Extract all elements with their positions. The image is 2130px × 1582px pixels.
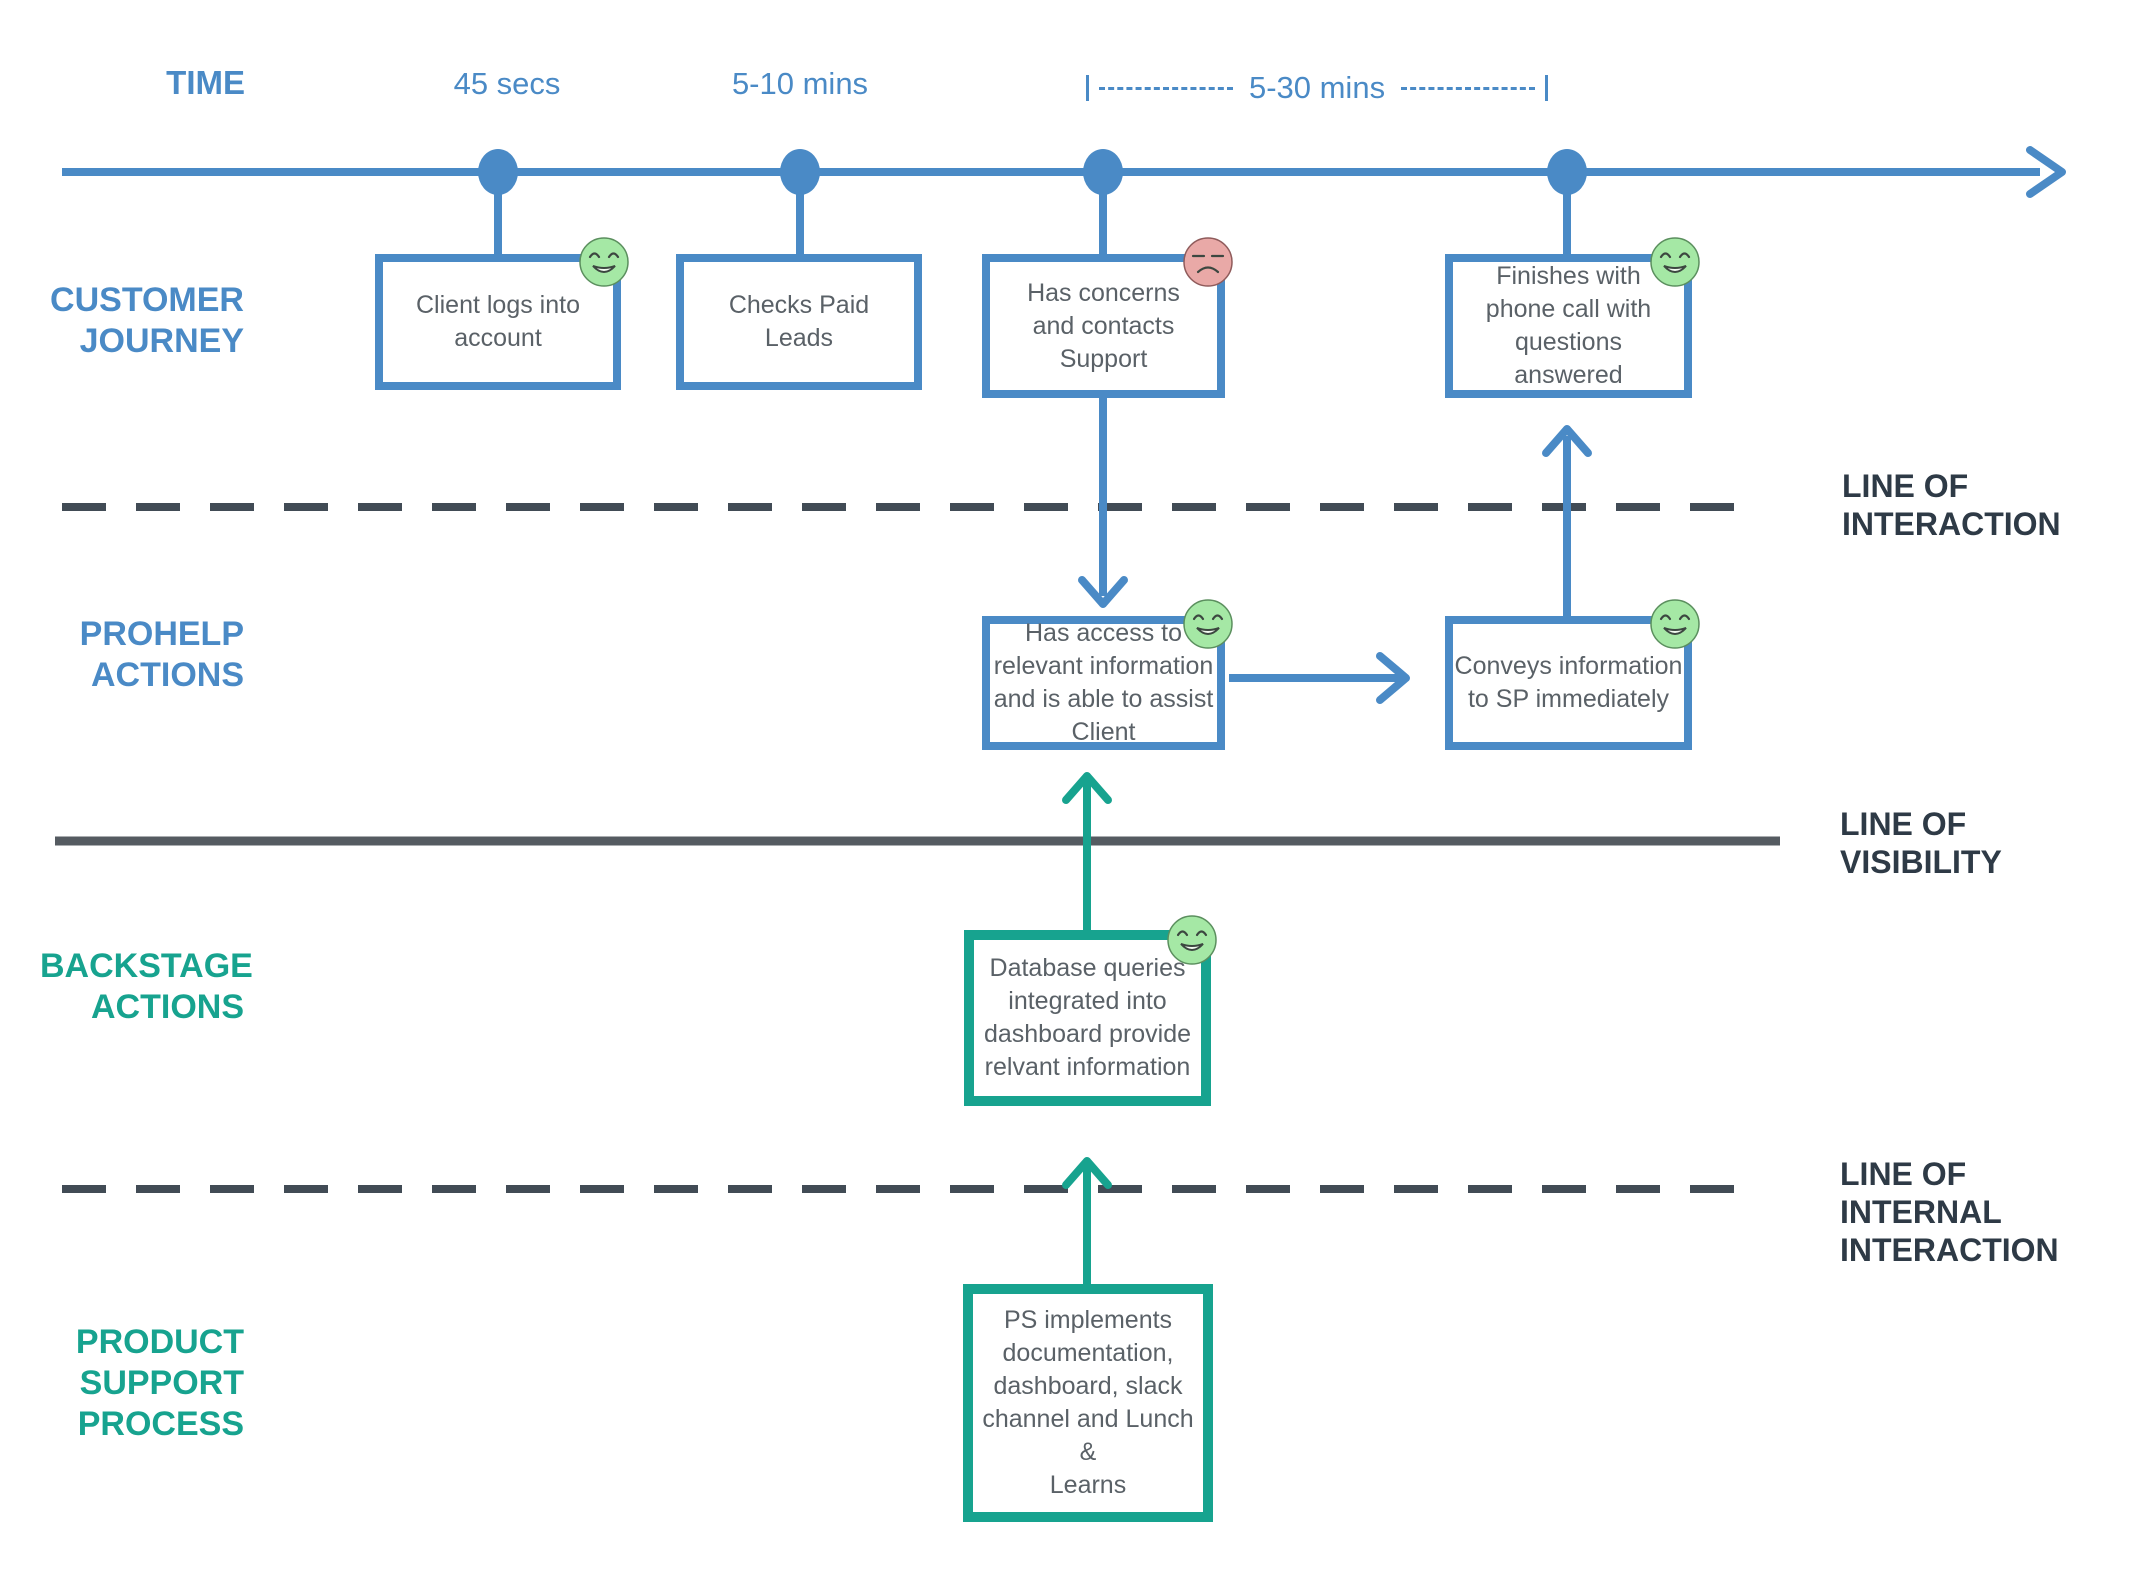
timeline-arrowhead-icon: [2026, 146, 2066, 198]
lane-label-product-support-process: PRODUCT SUPPORT PROCESS: [75, 1323, 244, 1443]
bracket-dash-right: [1401, 86, 1536, 90]
step-text: Client logs into account: [416, 291, 580, 352]
arrow-right-head-icon: [1376, 652, 1410, 704]
step-box-has-access: Has access to relevant information and i…: [982, 599, 1233, 750]
step-box-ps-implements: PS implements documentation, dashboard, …: [963, 1284, 1213, 1522]
step-text: Has concerns and contacts Support: [1027, 278, 1180, 373]
step-box-finishes-call: Finishes with phone call with questions …: [1445, 237, 1700, 398]
happy-face-icon: [1649, 598, 1701, 650]
lane-label-backstage-actions: BACKSTAGE ACTIONS: [40, 947, 253, 1026]
time-tick-5-10: 5-10 mins: [731, 66, 869, 101]
arrow-up-head-icon: [1542, 425, 1592, 457]
arrow-down-head-icon: [1078, 576, 1128, 608]
lane-label-prohelp-actions: PROHELP ACTIONS: [79, 615, 244, 694]
step-text: Has access to relevant information and i…: [993, 619, 1214, 746]
annoyed-face-icon: [1182, 236, 1234, 288]
step-text: Database queries integrated into dashboa…: [983, 954, 1192, 1081]
happy-face-icon: [1166, 914, 1218, 966]
step-box-database-queries: Database queries integrated into dashboa…: [964, 915, 1217, 1106]
step-text: Finishes with phone call with questions …: [1485, 262, 1652, 389]
lane-label-customer-journey: CUSTOMER JOURNEY: [50, 281, 244, 360]
happy-face-icon: [1649, 236, 1701, 288]
happy-face-icon: [1182, 598, 1234, 650]
happy-face-icon: [578, 236, 630, 288]
bracket-tick-left: [1086, 75, 1089, 101]
time-axis-label: TIME: [166, 64, 245, 101]
step-box-checks-leads: Checks Paid Leads: [676, 254, 922, 390]
step-box-conveys-info: Conveys information to SP immediately: [1445, 599, 1700, 750]
step-text: Checks Paid Leads: [728, 291, 870, 352]
time-range-label: 5-30 mins: [1248, 70, 1386, 105]
bracket-dash-left: [1099, 86, 1233, 90]
step-text: PS implements documentation, dashboard, …: [982, 1306, 1194, 1499]
time-tick-45s: 45 secs: [453, 66, 561, 101]
step-box-has-concerns: Has concerns and contacts Support: [982, 237, 1233, 398]
step-text: Conveys information to SP immediately: [1454, 652, 1683, 713]
line-of-visibility-label: LINE OF VISIBILITY: [1840, 806, 2002, 880]
line-of-interaction-label: LINE OF INTERACTION: [1842, 468, 2061, 542]
line-of-internal-interaction-label: LINE OF INTERNAL INTERACTION: [1840, 1156, 2059, 1268]
time-range-bracket: 5-30 mins: [1086, 66, 1549, 110]
arrow-up-head-icon: [1062, 772, 1112, 804]
step-box-client-login: Client logs into account: [375, 237, 629, 390]
bracket-tick-right: [1545, 75, 1549, 101]
arrow-up-head-icon: [1062, 1157, 1112, 1189]
